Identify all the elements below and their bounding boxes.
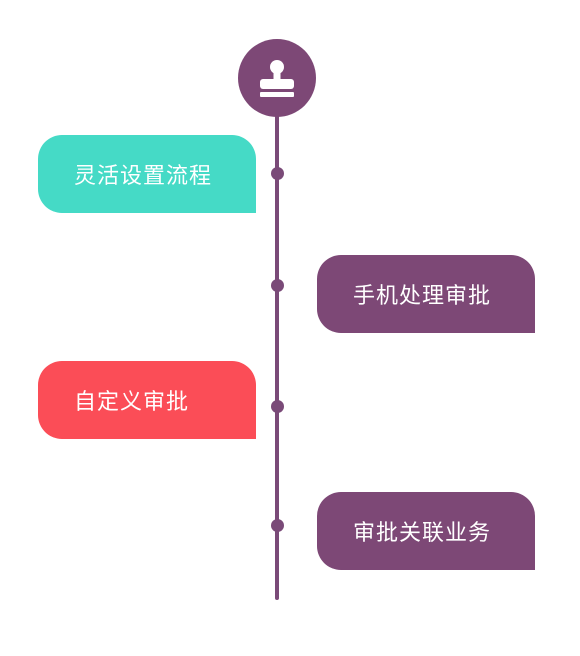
step-card-custom-approval: 自定义审批 <box>38 361 256 439</box>
timeline-dot-1 <box>270 166 284 180</box>
step-card-flexible-workflow: 灵活设置流程 <box>38 135 256 213</box>
step-card-mobile-approval: 手机处理审批 <box>317 255 535 333</box>
step-label: 手机处理审批 <box>353 284 492 309</box>
step-label: 自定义审批 <box>74 390 190 415</box>
step-card-linked-business: 审批关联业务 <box>317 492 535 570</box>
stamp-icon <box>255 56 299 100</box>
step-label: 灵活设置流程 <box>74 164 213 189</box>
timeline-line <box>275 110 279 600</box>
timeline-dot-2 <box>270 278 284 292</box>
timeline-dot-3 <box>270 399 284 413</box>
step-label: 审批关联业务 <box>353 521 492 546</box>
stamp-badge <box>238 39 316 117</box>
timeline-dot-4 <box>270 518 284 532</box>
